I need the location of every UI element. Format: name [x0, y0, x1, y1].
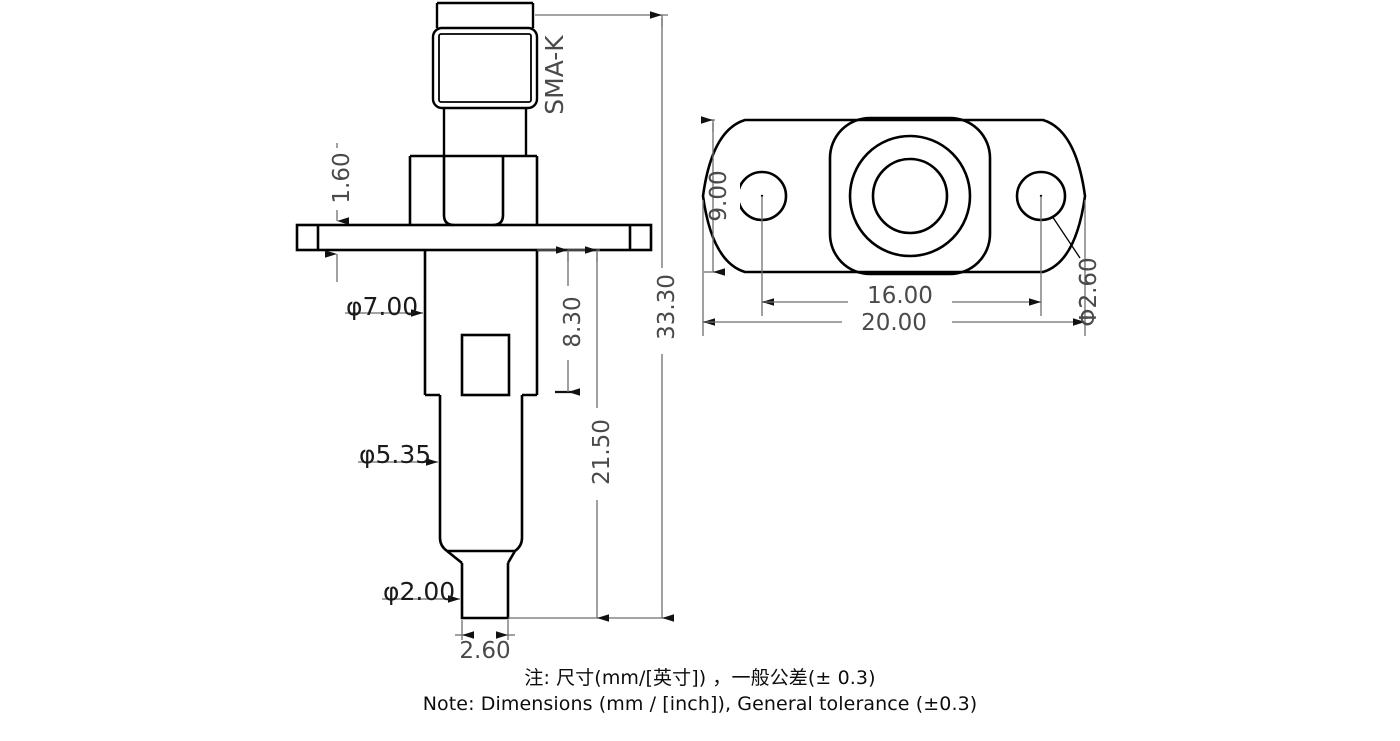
dim-label-phi535: φ5.35: [359, 440, 431, 469]
gap-21-50: [589, 408, 611, 500]
mid-chamfer: [446, 549, 517, 565]
dim-label-33-30-overlay: 33.30: [654, 274, 680, 340]
sma-neck: [442, 108, 528, 156]
mid-right-wall: [514, 395, 524, 553]
dim-label-16-00-overlay: 16.00: [867, 283, 933, 309]
dim-text-gaps: [330, 148, 1110, 500]
dim-label-2-60: 2.60: [459, 638, 510, 664]
shoulder-right-inner-fillet: [492, 156, 505, 227]
center-bore-inner-circle: [871, 157, 949, 235]
side-view-dim-labels: 1.60 φ7.00 φ5.35 φ2.00 2.60 8.30 21.50 3…: [329, 35, 680, 664]
dim-label-8-30-overlay: 8.30: [560, 296, 586, 347]
gap-1-60: [330, 148, 352, 210]
body-phi7-section: [423, 250, 539, 397]
dim-label-1-60-overlay: 1.60: [329, 152, 355, 203]
dim-label-21-50-overlay: 21.50: [589, 419, 615, 485]
front-view-group: [701, 116, 1087, 276]
flange-outline: [295, 223, 653, 252]
dim-label-phi260-overlay: Φ2.60: [1076, 257, 1102, 326]
center-pin: [460, 563, 510, 620]
gap-20-00: [842, 310, 952, 332]
front-view-dimensions: [701, 116, 1086, 336]
mid-left-wall: [438, 395, 448, 553]
body-phi535-section: [438, 395, 524, 565]
center-boss-rounded-square: [828, 116, 992, 276]
notes-block: 注: 尺寸(mm/[英寸]) ，一般公差(± 0.3) Note: Dimens…: [0, 665, 1400, 717]
dim-phi260-leader: [1051, 215, 1081, 259]
sma-top-stub-walls: [435, 3, 535, 28]
label-sma-k: SMA-K: [540, 35, 569, 115]
sma-hex-nut: [431, 26, 539, 110]
dim-label-20-00-overlay: 20.00: [861, 310, 927, 336]
gap-33-30: [654, 268, 676, 354]
center-bore-outer-circle: [848, 134, 972, 258]
gap-16-00: [848, 288, 952, 310]
flange-outer-profile: [701, 118, 1087, 274]
dim-label-9-00-overlay: 9.00: [706, 170, 732, 221]
gap-phi260: [1088, 252, 1110, 334]
sma-hex-nut-inner: [438, 33, 532, 103]
gap-9-00: [718, 164, 740, 230]
dim-label-phi7: φ7.00: [346, 292, 418, 321]
gap-8-30: [560, 286, 582, 360]
note-line-english: Note: Dimensions (mm / [inch]), General …: [422, 693, 978, 715]
shoulder-left-inner-fillet: [442, 156, 455, 227]
note-line-chinese: 注: 尺寸(mm/[英寸]) ，一般公差(± 0.3): [524, 667, 876, 689]
flange-plate: [295, 223, 653, 252]
side-view-group: [431, 1, 539, 156]
rotated-dim-labels-overlay: 1.60 8.30 21.50 33.30 9.00 Φ2.60 16.00 2…: [329, 152, 1102, 485]
shoulder-block: [408, 154, 539, 227]
dim-label-phi2: φ2.00: [383, 577, 455, 606]
pin-outline: [460, 563, 510, 620]
body-keyway-rect: [460, 333, 511, 397]
